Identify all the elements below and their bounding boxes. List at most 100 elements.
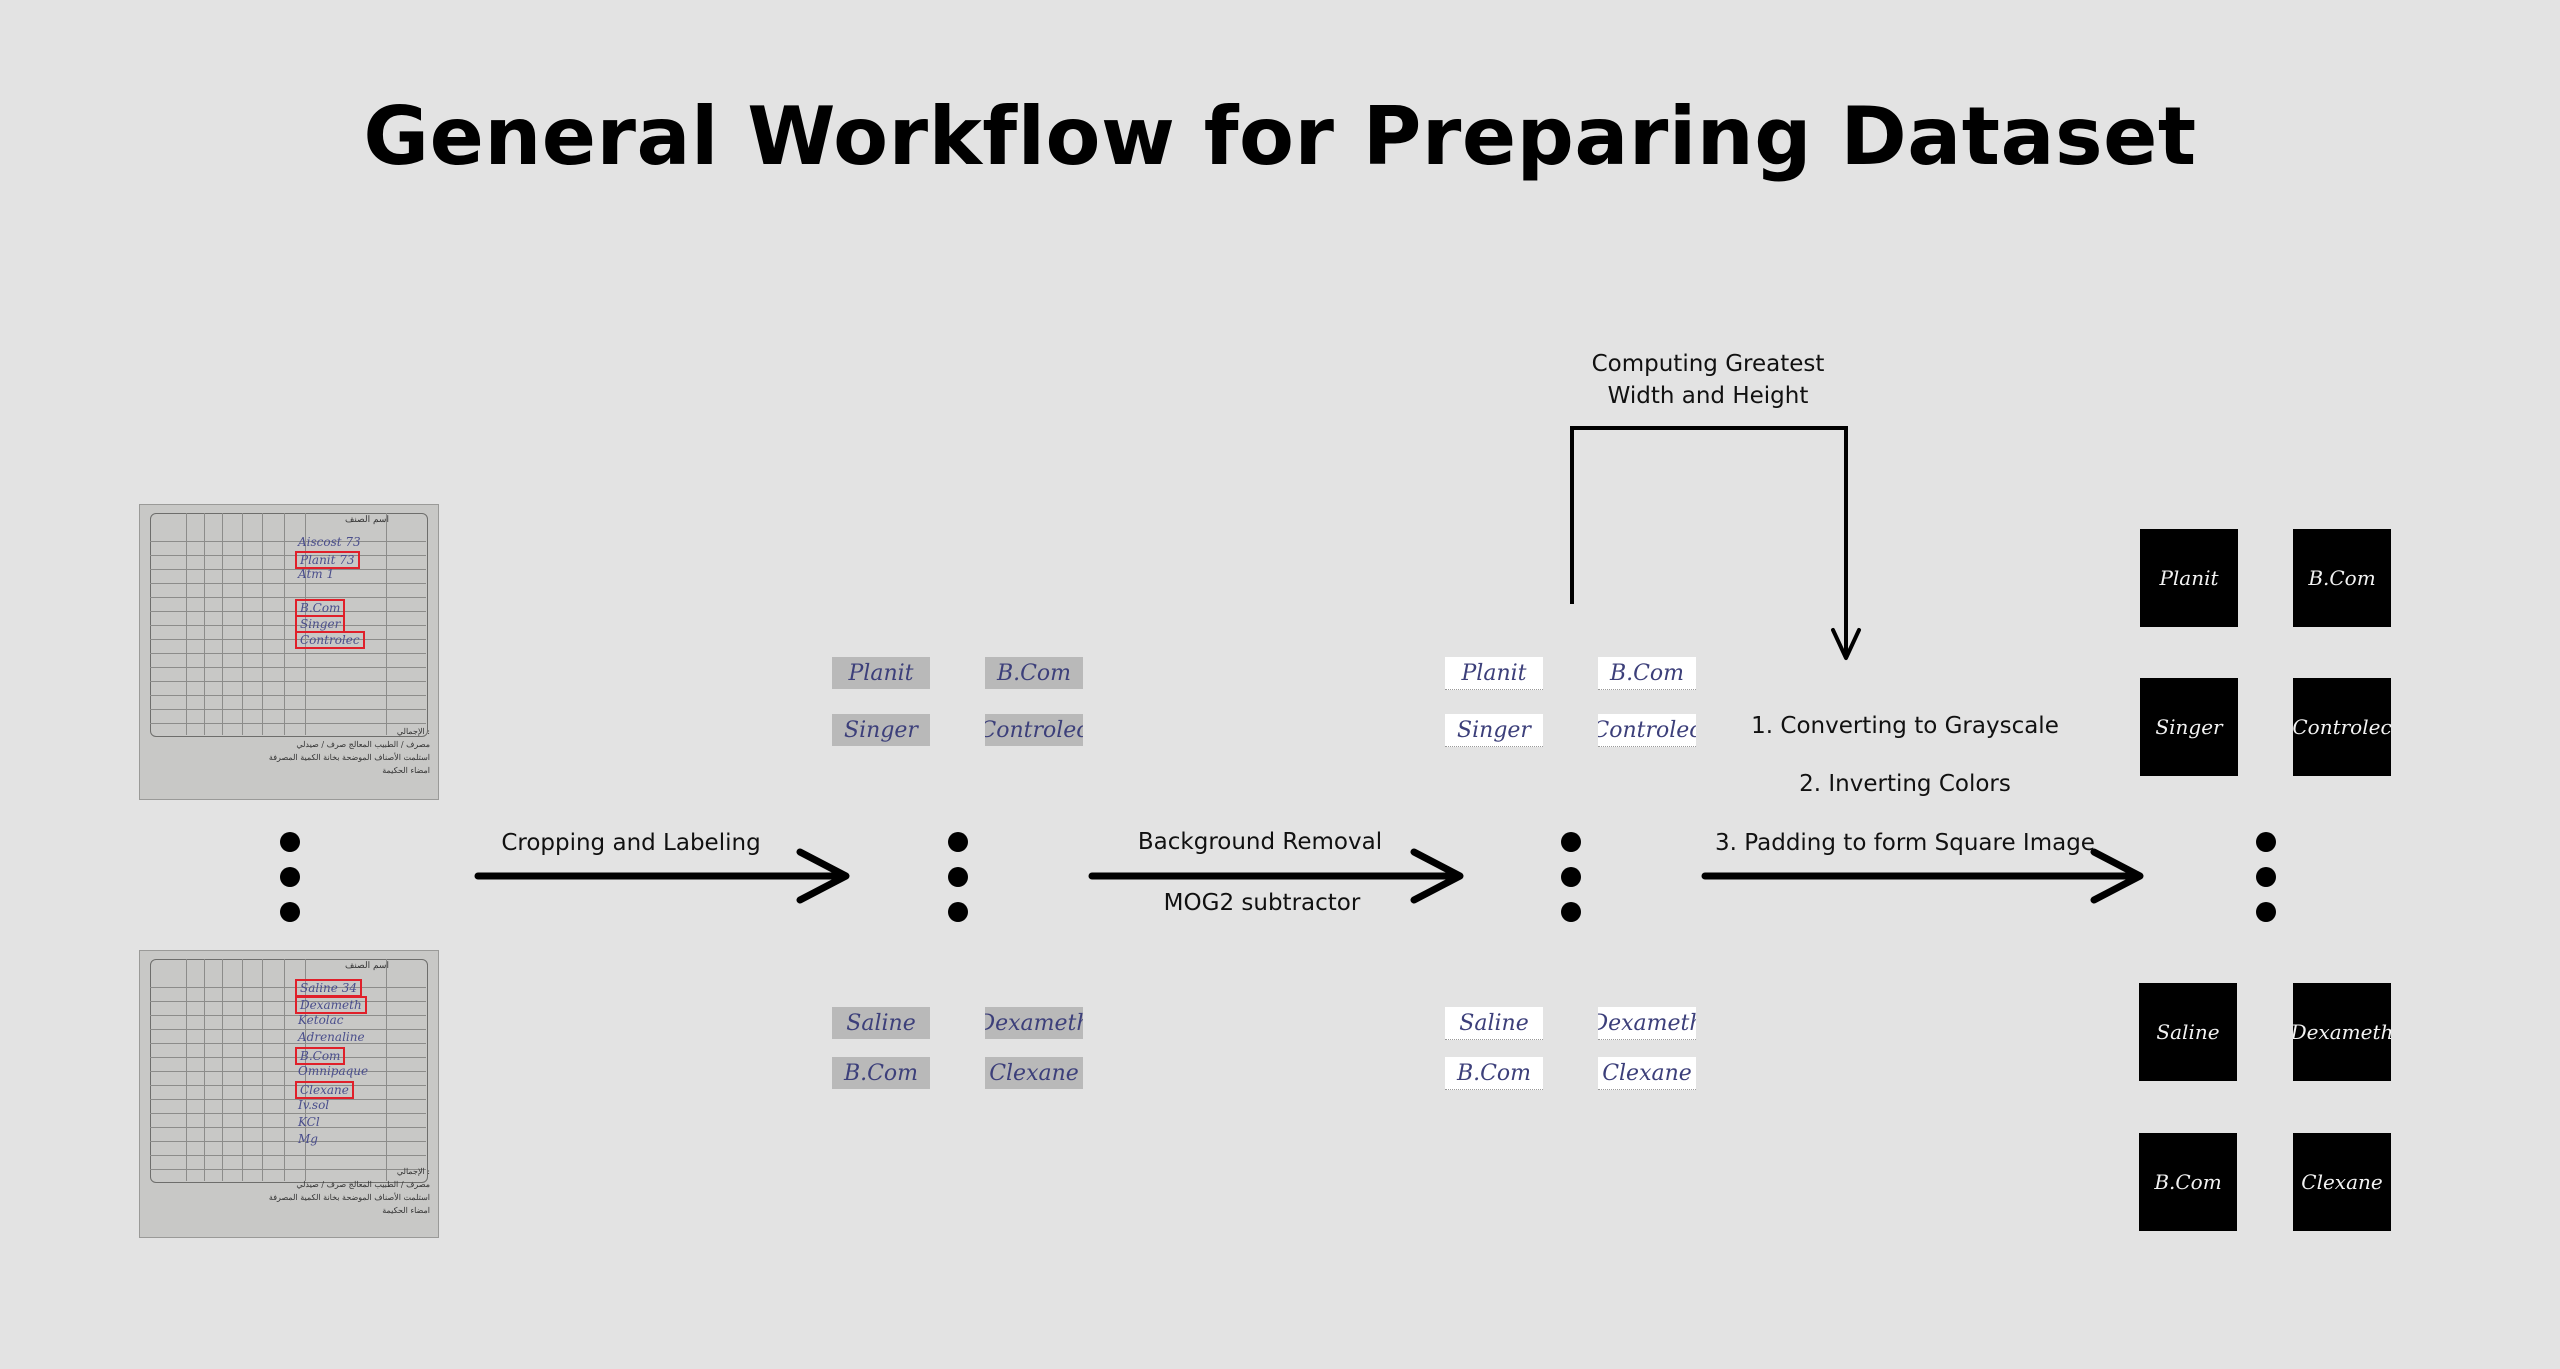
form-row-line	[150, 1155, 426, 1156]
square-image: Dexameth	[2293, 983, 2391, 1081]
form-column-line	[284, 959, 285, 1181]
form-row-line	[150, 541, 426, 542]
crop-text: Planit	[2159, 566, 2219, 590]
form-header: اسم الصنف	[345, 515, 389, 525]
form-entry: Omnipaque	[298, 1064, 369, 1078]
form-row-line	[150, 611, 426, 612]
form-row-line	[150, 555, 426, 556]
form-entry: Dexameth	[295, 996, 367, 1014]
form-column-line	[186, 959, 187, 1181]
raw-crop: Singer	[832, 714, 930, 746]
form-column-line	[284, 513, 285, 735]
ellipsis-crops	[948, 832, 968, 922]
form-row-line	[150, 639, 426, 640]
ellipsis-clean	[1561, 832, 1581, 922]
form-row-line	[150, 583, 426, 584]
square-image: B.Com	[2139, 1133, 2237, 1231]
form-column-line	[305, 959, 306, 1181]
form-row-line	[150, 723, 426, 724]
square-image: Saline	[2139, 983, 2237, 1081]
clean-crop: Dexameth	[1598, 1007, 1696, 1040]
crop-text: B.Com	[2154, 1170, 2222, 1194]
raw-crop: Clexane	[985, 1057, 1083, 1089]
form-row-line	[150, 695, 426, 696]
form-row-line	[150, 1099, 426, 1100]
form-row-line	[150, 1057, 426, 1058]
form-row-line	[150, 1001, 426, 1002]
crop-text: Singer	[2155, 715, 2223, 739]
step-padding: 3. Padding to form Square Image	[1715, 830, 2095, 856]
diagram-title: General Workflow for Preparing Dataset	[363, 90, 2197, 183]
form-footer-line: الإجمالي :	[396, 1167, 430, 1176]
form-row-line	[150, 1169, 426, 1170]
arrow-background	[1088, 848, 1464, 904]
crop-text: Saline	[2156, 1020, 2220, 1044]
form-column-line	[386, 513, 387, 735]
crop-text: Clexane	[989, 1060, 1079, 1086]
form-entry: KCl	[298, 1115, 320, 1129]
crop-text: Controlec	[1598, 717, 1696, 743]
form-row-line	[150, 625, 426, 626]
clean-crop: Controlec	[1598, 714, 1696, 747]
form-entry: Aiscost 73	[298, 535, 361, 549]
form-entry: Atm 1	[298, 567, 335, 581]
form-row-line	[150, 1127, 426, 1128]
form-footer-line: مصرف / الطبيب المعالج صرف / صيدلي	[296, 740, 430, 749]
form-entry: Clexane	[295, 1081, 354, 1099]
form-row-line	[150, 709, 426, 710]
form-entry: Ketolac	[298, 1013, 344, 1027]
form-row-line	[150, 1015, 426, 1016]
clean-crop: B.Com	[1445, 1057, 1543, 1090]
form-row-line	[150, 1029, 426, 1030]
compute-label: Computing Greatest Width and Height	[1591, 351, 1825, 409]
square-image: Planit	[2140, 529, 2238, 627]
clean-crop: Singer	[1445, 714, 1543, 747]
form-entry: Adrenaline	[298, 1030, 365, 1044]
form-column-line	[186, 513, 187, 735]
clean-crop: Clexane	[1598, 1057, 1696, 1090]
step-invert: 2. Inverting Colors	[1799, 771, 2011, 797]
form-column-line	[242, 959, 243, 1181]
raw-crop: Planit	[832, 657, 930, 689]
square-image: Controlec	[2293, 678, 2391, 776]
step-grayscale: 1. Converting to Grayscale	[1751, 713, 2059, 739]
square-image: B.Com	[2293, 529, 2391, 627]
form-entry: Saline 34	[295, 979, 362, 997]
form-row-line	[150, 653, 426, 654]
ellipsis-forms	[280, 832, 300, 922]
crop-text: Dexameth	[2293, 1020, 2391, 1044]
form-column-line	[222, 513, 223, 735]
form-entry: Planit 73	[295, 551, 360, 569]
background-label: Background Removal	[1137, 829, 1383, 855]
crop-text: Saline	[1459, 1010, 1529, 1036]
form-column-line	[204, 513, 205, 735]
form-row-line	[150, 1085, 426, 1086]
form-row-line	[150, 667, 426, 668]
form-column-line	[262, 513, 263, 735]
crop-text: Dexameth	[985, 1010, 1083, 1036]
crop-text: Controlec	[2293, 715, 2391, 739]
form-footer-line: الإجمالي :	[396, 727, 430, 736]
form-entry: B.Com	[295, 1047, 346, 1065]
form-footer-line: استلمت الأصناف الموضحة بخانة الكمية المص…	[268, 753, 430, 762]
crop-text: Dexameth	[1598, 1010, 1696, 1036]
form-column-line	[222, 959, 223, 1181]
raw-crop: Saline	[832, 1007, 930, 1039]
form-column-line	[262, 959, 263, 1181]
crop-text: B.Com	[1456, 1060, 1532, 1086]
form-row-line	[150, 597, 426, 598]
crop-label: Cropping and Labeling	[501, 830, 761, 856]
background-sublabel: MOG2 subtractor	[1163, 890, 1361, 916]
form-row-line	[150, 1113, 426, 1114]
crop-text: B.Com	[843, 1060, 919, 1086]
raw-crop: B.Com	[832, 1057, 930, 1089]
raw-crop: Controlec	[985, 714, 1083, 746]
crop-text: B.Com	[996, 660, 1072, 686]
crop-text: Clexane	[2301, 1170, 2383, 1194]
form-header: اسم الصنف	[345, 961, 389, 971]
form-row-line	[150, 681, 426, 682]
crop-text: Singer	[844, 717, 918, 743]
